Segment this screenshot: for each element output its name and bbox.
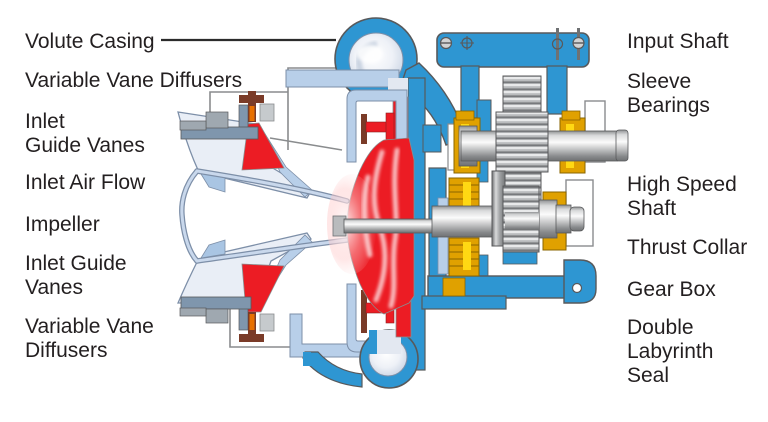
label-variable-vane-diffusers-top: Variable Vane Diffusers — [25, 69, 243, 92]
label-sleeve-bearings: Sleeve Bearings — [627, 70, 710, 117]
pinion-gear — [502, 185, 540, 253]
diffuser-top-bar — [285, 69, 400, 88]
label-thrust-collar: Thrust Collar — [627, 236, 748, 259]
label-inlet-guide-vanes-top: Inlet Guide Vanes — [25, 110, 145, 157]
vane-mount-top — [179, 111, 259, 140]
volute-casing-bottom — [289, 283, 419, 389]
label-double-labyrinth-seal: Double Labyrinth Seal — [627, 316, 714, 387]
housing-screws — [439, 28, 585, 60]
high-speed-shaft — [332, 199, 585, 239]
label-input-shaft: Input Shaft — [627, 30, 729, 53]
label-gear-box: Gear Box — [627, 278, 716, 301]
label-variable-vane-diffusers-bottom: Variable Vane Diffusers — [25, 315, 154, 362]
label-inlet-guide-vanes-bottom: Inlet Guide Vanes — [25, 252, 127, 299]
label-impeller: Impeller — [25, 213, 100, 236]
label-inlet-air-flow: Inlet Air Flow — [25, 171, 146, 194]
label-high-speed-shaft: High Speed Shaft — [627, 173, 737, 220]
foot-bolt-hole — [571, 282, 583, 294]
vane-mount-bottom — [179, 296, 252, 324]
label-volute-casing: Volute Casing — [25, 30, 155, 53]
